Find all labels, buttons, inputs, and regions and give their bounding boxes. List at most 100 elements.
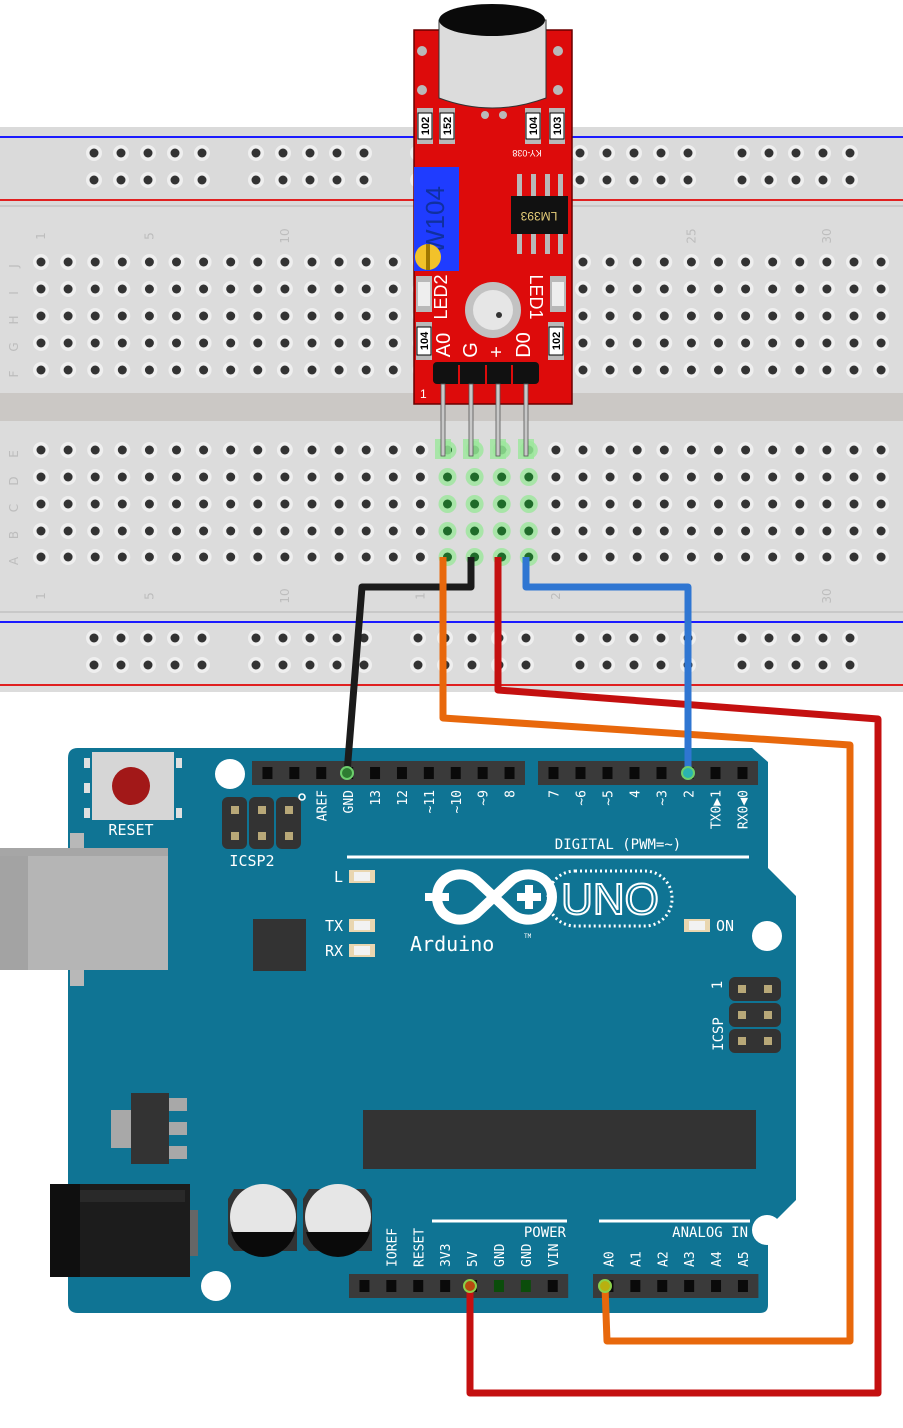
breadboard-hole[interactable]: [575, 308, 591, 324]
breadboard-hole[interactable]: [329, 172, 345, 188]
icsp-pin[interactable]: [285, 806, 293, 814]
breadboard-hole[interactable]: [791, 469, 808, 485]
breadboard-hole[interactable]: [629, 442, 646, 458]
breadboard-hole[interactable]: [114, 335, 131, 351]
breadboard-hole[interactable]: [737, 496, 754, 512]
breadboard-hole[interactable]: [86, 630, 102, 646]
breadboard-hole[interactable]: [275, 145, 291, 161]
breadboard-hole[interactable]: [331, 496, 348, 512]
breadboard-hole[interactable]: [818, 254, 835, 270]
breadboard-hole[interactable]: [276, 496, 293, 512]
reset-button-cap[interactable]: [112, 767, 150, 805]
breadboard-hole[interactable]: [195, 362, 212, 378]
icsp-pin[interactable]: [258, 832, 266, 840]
breadboard-hole[interactable]: [791, 281, 808, 297]
breadboard-hole[interactable]: [33, 469, 49, 485]
breadboard-hole[interactable]: [33, 549, 49, 565]
breadboard-hole[interactable]: [195, 335, 212, 351]
breadboard-hole[interactable]: [356, 145, 372, 161]
header-pin[interactable]: [450, 767, 461, 779]
breadboard-hole[interactable]: [683, 335, 700, 351]
breadboard-hole[interactable]: [846, 308, 862, 324]
breadboard-hole[interactable]: [412, 549, 429, 565]
breadboard-hole[interactable]: [788, 657, 804, 673]
breadboard-hole[interactable]: [385, 308, 402, 324]
breadboard-hole[interactable]: [304, 335, 320, 351]
breadboard-hole[interactable]: [331, 281, 348, 297]
breadboard-hole[interactable]: [519, 495, 538, 513]
breadboard-hole[interactable]: [737, 254, 754, 270]
header-pin[interactable]: [386, 1280, 397, 1292]
breadboard-hole[interactable]: [168, 442, 185, 458]
breadboard-hole[interactable]: [356, 172, 372, 188]
breadboard-hole[interactable]: [87, 469, 104, 485]
breadboard-hole[interactable]: [575, 281, 591, 297]
breadboard-hole[interactable]: [656, 362, 673, 378]
breadboard-hole[interactable]: [141, 469, 158, 485]
header-pin[interactable]: [289, 767, 300, 779]
breadboard-hole[interactable]: [873, 362, 890, 378]
breadboard-hole[interactable]: [791, 335, 808, 351]
header-pin[interactable]: [262, 767, 273, 779]
breadboard-hole[interactable]: [788, 172, 804, 188]
breadboard-hole[interactable]: [331, 549, 348, 565]
breadboard-hole[interactable]: [815, 630, 831, 646]
icsp-pin[interactable]: [738, 1011, 746, 1019]
header-pin[interactable]: [629, 767, 640, 779]
breadboard-hole[interactable]: [764, 362, 781, 378]
breadboard-hole[interactable]: [629, 308, 646, 324]
breadboard-hole[interactable]: [60, 442, 77, 458]
breadboard-hole[interactable]: [572, 172, 588, 188]
breadboard-hole[interactable]: [60, 469, 77, 485]
breadboard-hole[interactable]: [248, 145, 264, 161]
breadboard-hole[interactable]: [547, 549, 564, 565]
breadboard-hole[interactable]: [629, 523, 646, 539]
breadboard-hole[interactable]: [275, 657, 291, 673]
breadboard-hole[interactable]: [33, 335, 49, 351]
breadboard-hole[interactable]: [846, 281, 862, 297]
header-pin[interactable]: [548, 767, 559, 779]
breadboard-hole[interactable]: [737, 281, 754, 297]
breadboard-hole[interactable]: [438, 495, 457, 513]
breadboard-hole[interactable]: [114, 469, 131, 485]
breadboard-hole[interactable]: [331, 523, 348, 539]
breadboard-hole[interactable]: [873, 549, 890, 565]
breadboard-hole[interactable]: [304, 549, 320, 565]
breadboard-hole[interactable]: [412, 469, 429, 485]
breadboard-hole[interactable]: [846, 469, 862, 485]
breadboard-hole[interactable]: [575, 496, 591, 512]
breadboard-hole[interactable]: [547, 442, 564, 458]
breadboard-hole[interactable]: [304, 523, 320, 539]
breadboard-hole[interactable]: [222, 362, 239, 378]
breadboard-hole[interactable]: [302, 172, 318, 188]
breadboard-hole[interactable]: [761, 145, 777, 161]
breadboard-hole[interactable]: [141, 362, 158, 378]
header-pin[interactable]: [602, 767, 613, 779]
icsp-pin[interactable]: [231, 806, 239, 814]
breadboard-hole[interactable]: [572, 145, 588, 161]
breadboard-hole[interactable]: [656, 308, 673, 324]
breadboard-hole[interactable]: [653, 657, 669, 673]
breadboard-hole[interactable]: [602, 308, 619, 324]
breadboard-hole[interactable]: [518, 630, 534, 646]
wire-blue-d2[interactable]: [522, 557, 692, 773]
icsp-pin[interactable]: [258, 806, 266, 814]
breadboard-hole[interactable]: [626, 172, 642, 188]
breadboard-hole[interactable]: [519, 468, 538, 486]
header-pin[interactable]: [710, 767, 721, 779]
breadboard-hole[interactable]: [249, 496, 266, 512]
breadboard-hole[interactable]: [737, 308, 754, 324]
breadboard-hole[interactable]: [222, 523, 239, 539]
breadboard-hole[interactable]: [304, 496, 320, 512]
breadboard-hole[interactable]: [710, 549, 727, 565]
breadboard-hole[interactable]: [791, 308, 808, 324]
breadboard-hole[interactable]: [385, 469, 402, 485]
breadboard-hole[interactable]: [575, 469, 591, 485]
header-pin[interactable]: [359, 1280, 370, 1292]
breadboard-hole[interactable]: [60, 523, 77, 539]
breadboard-hole[interactable]: [683, 308, 700, 324]
breadboard-hole[interactable]: [710, 335, 727, 351]
breadboard-hole[interactable]: [791, 523, 808, 539]
breadboard-hole[interactable]: [575, 335, 591, 351]
header-pin[interactable]: [413, 1280, 424, 1292]
